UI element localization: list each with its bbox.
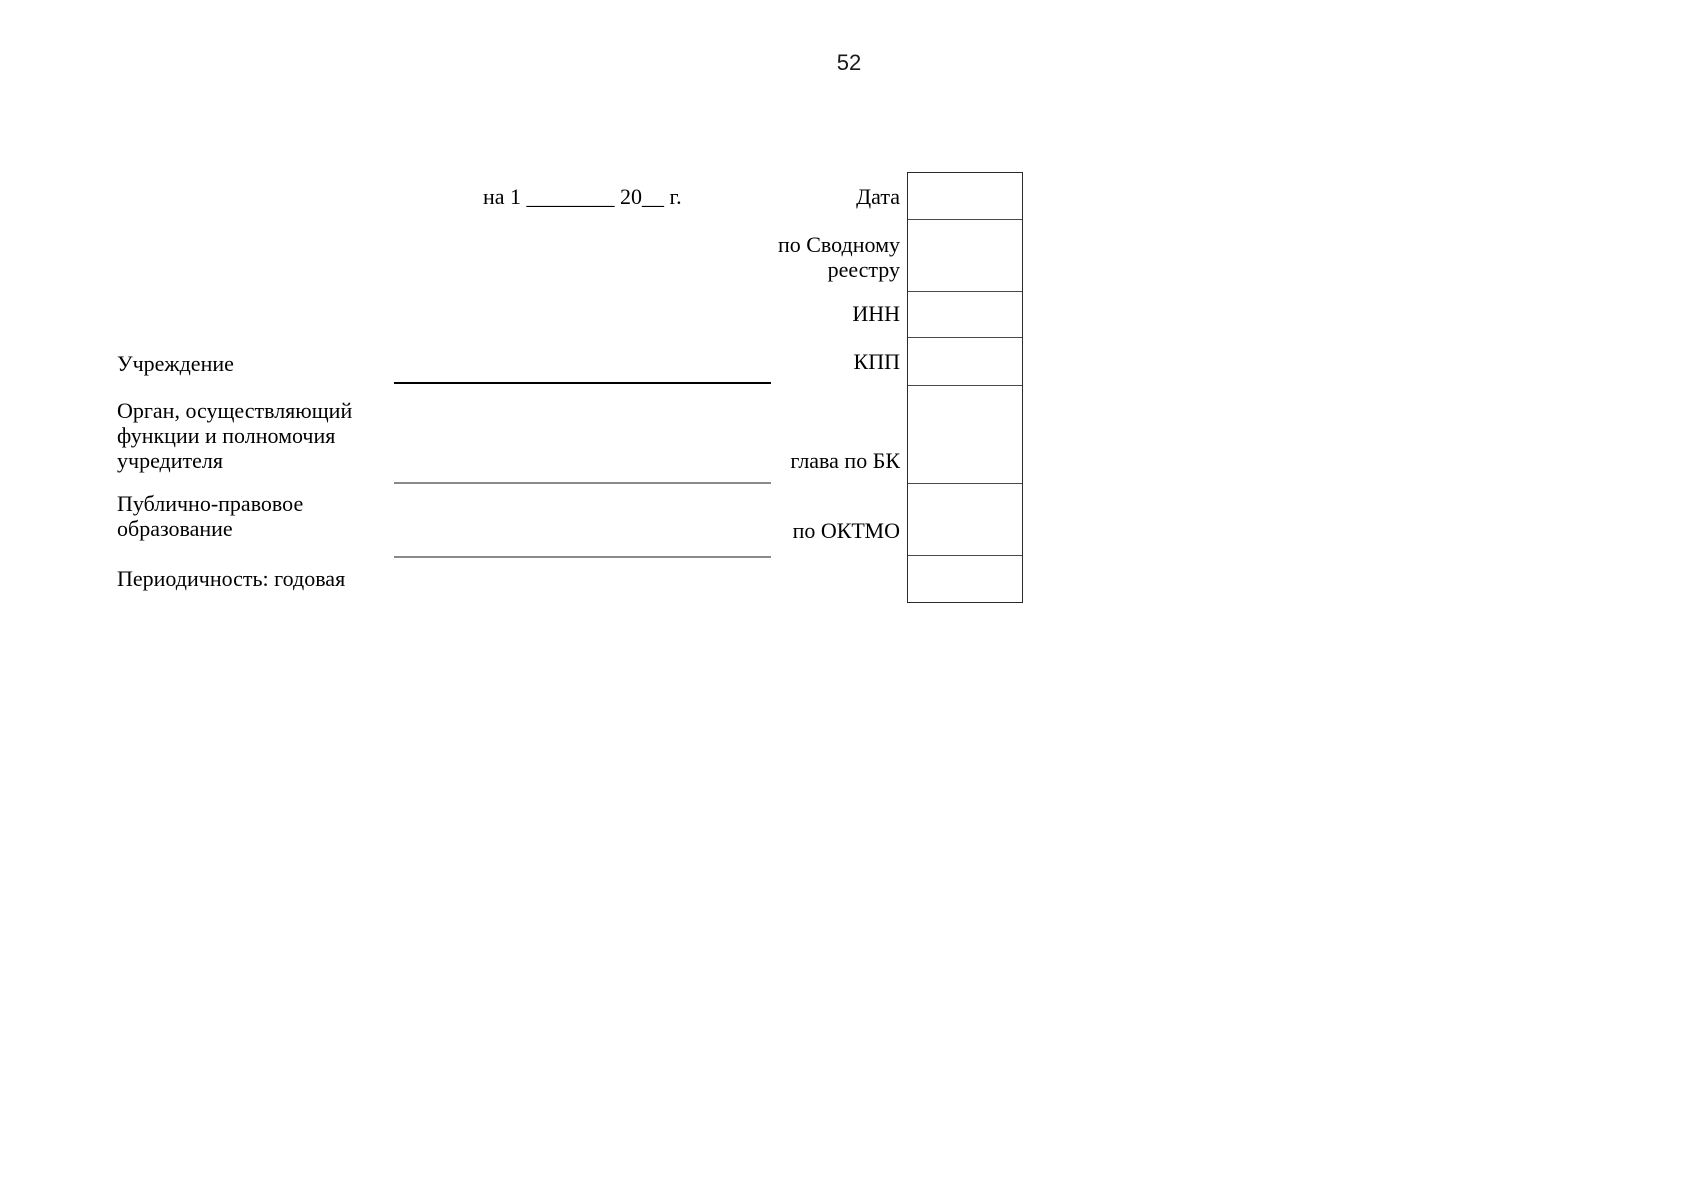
periodicity-label: Периодичность: годовая [117, 566, 346, 591]
inn-code-label: ИНН [852, 301, 900, 326]
bk-chapter-code-box [908, 386, 1022, 484]
founder-fill-line [394, 482, 771, 484]
date-code-box [908, 173, 1022, 220]
founder-body-label: Орган, осуществляющий функции и полномоч… [117, 398, 353, 473]
extra-code-box [908, 556, 1022, 602]
public-entity-fill-line [394, 556, 771, 558]
code-boxes-column [907, 172, 1023, 603]
svodny-register-code-label: по Сводному реестру [777, 232, 900, 282]
kpp-code-box [908, 338, 1022, 386]
institution-label: Учреждение [117, 351, 234, 376]
report-date-line: на 1 ________ 20__ г. [483, 184, 682, 209]
bk-chapter-code-label: глава по БК [790, 448, 900, 473]
inn-code-box [908, 292, 1022, 338]
date-code-label: Дата [856, 184, 900, 209]
institution-fill-line [394, 382, 771, 384]
kpp-code-label: КПП [853, 349, 900, 374]
svodny-register-code-box [908, 220, 1022, 292]
public-entity-label: Публично-правовое образование [117, 491, 304, 541]
page-number: 52 [836, 50, 862, 75]
oktmo-code-label: по ОКТМО [792, 518, 900, 543]
oktmo-code-box [908, 484, 1022, 556]
